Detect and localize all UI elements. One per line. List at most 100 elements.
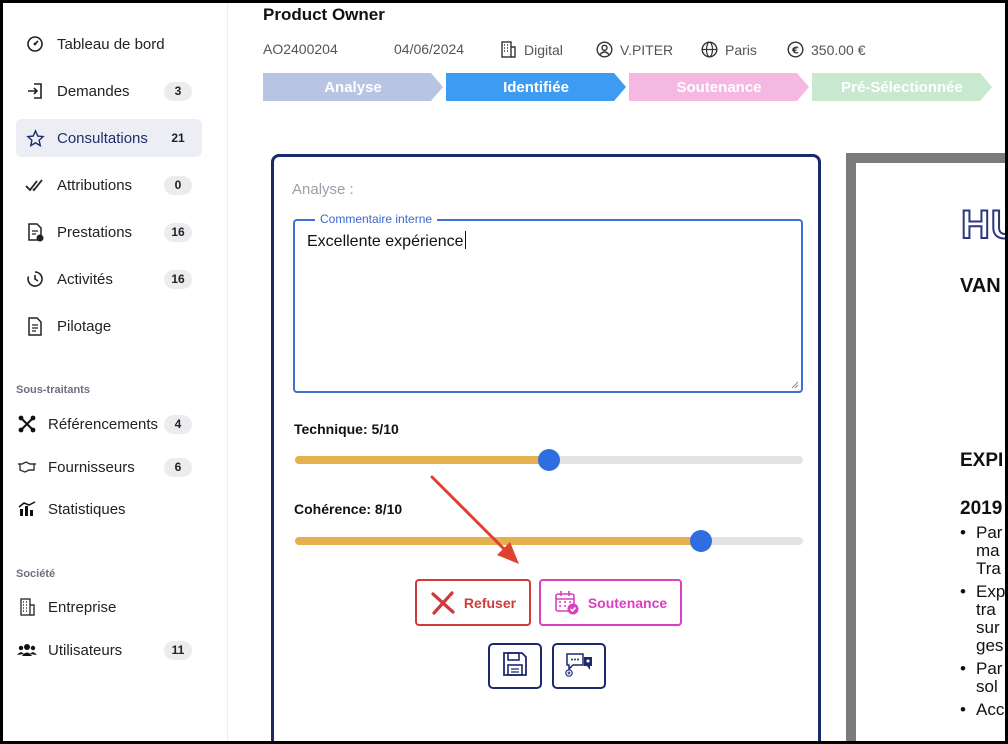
red-annotation-arrow-icon xyxy=(430,475,519,564)
count-badge: 21 xyxy=(171,131,185,145)
calendar-check-icon xyxy=(554,590,580,616)
cv-bullet: • xyxy=(960,700,966,719)
document-check-icon xyxy=(24,221,46,243)
sidebar-item-label: Entreprise xyxy=(48,598,117,616)
euro-icon: € xyxy=(787,41,804,58)
login-door-icon xyxy=(24,80,46,102)
daily-rate: € 350.00 € xyxy=(787,41,866,58)
sidebar-item-attributions[interactable]: Attributions 0 xyxy=(16,166,202,204)
cv-bullet-line: Tra xyxy=(960,559,1001,579)
sidebar-item-pilotage[interactable]: Pilotage xyxy=(16,307,202,345)
step-soutenance[interactable]: Soutenance xyxy=(629,73,809,101)
count-badge: 0 xyxy=(164,175,192,195)
sidebar-item-label: Utilisateurs xyxy=(48,641,123,659)
sidebar-item-label: Consultations xyxy=(57,129,148,147)
sidebar-item-entreprise[interactable]: Entreprise xyxy=(16,588,202,626)
cv-page: HU VAN EXPI 2019 •ParmaTra•Exptrasurges•… xyxy=(856,163,1005,741)
cv-bullet-text: sur xyxy=(976,618,1000,637)
step-pre-selectionnee[interactable]: Pré-Sélectionnée xyxy=(812,73,992,101)
sidebar-item-prestations[interactable]: Prestations 16 xyxy=(16,213,202,251)
cv-bullet-text: Acc xyxy=(976,700,1005,719)
sidebar-item-referencements[interactable]: Référencements 4 xyxy=(16,405,202,443)
cv-bullet-text: ges xyxy=(976,636,1004,655)
technique-label: Technique: 5/10 xyxy=(294,421,399,437)
coherence-label: Cohérence: 8/10 xyxy=(294,501,403,517)
coherence-slider[interactable] xyxy=(295,530,803,552)
cv-bullet-line: ges xyxy=(960,636,1003,656)
x-cross-icon xyxy=(430,590,456,615)
cv-bullet-line: sol xyxy=(960,677,998,697)
cv-bullet-text: sol xyxy=(976,677,998,696)
sidebar-item-label: Tableau de bord xyxy=(57,35,165,53)
user-circle-icon xyxy=(596,41,613,58)
assigned-user: V.PITER xyxy=(596,41,673,58)
cv-bullet-text: tra xyxy=(976,600,996,619)
location: Paris xyxy=(701,41,757,58)
offer-date: 04/06/2024 xyxy=(394,41,465,57)
cv-bullet: • xyxy=(960,659,966,678)
chat-add-icon xyxy=(564,651,594,682)
cv-year: 2019 xyxy=(960,498,1003,519)
internal-comment-value: Excellente expérience xyxy=(307,233,464,250)
refuse-button[interactable]: Refuser xyxy=(415,579,531,626)
sidebar: Tableau de bord Demandes 3 Consultations… xyxy=(3,3,228,741)
star-icon xyxy=(24,127,46,149)
cv-bullet-line: • Acc xyxy=(960,700,1004,720)
cv-bullet-text: Tra xyxy=(976,559,1001,578)
step-identifiee[interactable]: Identifiée xyxy=(446,73,626,101)
coherence-slider-thumb[interactable] xyxy=(690,530,713,552)
reference-number: AO2400204 xyxy=(263,41,338,57)
sidebar-item-label: Statistiques xyxy=(48,500,126,518)
technique-slider[interactable] xyxy=(295,449,803,471)
comment-chat-button[interactable] xyxy=(552,643,606,689)
cv-name: VAN xyxy=(960,275,1001,297)
cv-section-heading: EXPI xyxy=(960,450,1004,471)
double-check-icon xyxy=(24,174,46,196)
save-button[interactable] xyxy=(488,643,542,689)
cv-bullet-line: ma xyxy=(960,541,1000,561)
count-badge: 6 xyxy=(164,457,192,477)
sidebar-item-utilisateurs[interactable]: Utilisateurs 11 xyxy=(16,631,202,669)
cv-bullet-text: Par xyxy=(976,659,1003,678)
building-icon xyxy=(16,596,38,618)
sidebar-item-label: Pilotage xyxy=(57,317,112,335)
cv-bullet-line: •Par xyxy=(960,523,1002,543)
step-analyse[interactable]: Analyse xyxy=(263,73,443,101)
count-badge: 3 xyxy=(164,81,192,101)
dashboard-gauge-icon xyxy=(24,33,46,55)
sidebar-item-activites[interactable]: Activités 16 xyxy=(16,260,202,298)
sidebar-item-consultations[interactable]: Consultations 21 xyxy=(16,119,202,157)
page-title: Product Owner xyxy=(263,5,385,24)
category: Digital xyxy=(500,41,563,58)
cv-bullet-line: • Par xyxy=(960,659,1002,679)
sidebar-item-label: Activités xyxy=(57,270,113,288)
soutenance-button[interactable]: Soutenance xyxy=(539,579,682,626)
users-icon xyxy=(16,639,38,661)
internal-comment-field[interactable]: Commentaire interne Excellente expérienc… xyxy=(293,212,803,393)
app-window: Tableau de bord Demandes 3 Consultations… xyxy=(3,3,1005,741)
count-badge: 16 xyxy=(164,269,192,289)
svg-text:€: € xyxy=(791,45,799,56)
document-preview[interactable]: HU VAN EXPI 2019 •ParmaTra•Exptrasurges•… xyxy=(846,153,1005,741)
sidebar-item-label: Prestations xyxy=(57,223,133,241)
count-badge: 4 xyxy=(164,414,192,434)
chart-icon xyxy=(16,498,38,520)
cv-bullet-line: tra xyxy=(960,600,996,620)
cv-bullet-text: Exp xyxy=(976,582,1005,601)
analysis-section-label: Analyse : xyxy=(292,181,354,198)
sidebar-item-tableau-de-bord[interactable]: Tableau de bord xyxy=(16,25,202,63)
sidebar-item-label: Attributions xyxy=(57,176,133,194)
technique-slider-thumb[interactable] xyxy=(538,449,560,471)
internal-comment-legend: Commentaire interne xyxy=(315,212,438,226)
sidebar-item-statistiques[interactable]: Statistiques xyxy=(16,490,202,528)
count-badge: 16 xyxy=(164,222,192,242)
cv-logo: HU xyxy=(960,202,1005,248)
cv-bullet-text: Par xyxy=(976,523,1003,542)
handshake-icon xyxy=(16,456,38,478)
sidebar-item-demandes[interactable]: Demandes 3 xyxy=(16,72,202,110)
sidebar-item-fournisseurs[interactable]: Fournisseurs 6 xyxy=(16,448,202,486)
resize-handle-icon[interactable] xyxy=(790,380,799,389)
cv-bullet-line: sur xyxy=(960,618,1000,638)
sidebar-item-label: Référencements xyxy=(48,415,159,433)
cv-bullet: • xyxy=(960,582,966,601)
